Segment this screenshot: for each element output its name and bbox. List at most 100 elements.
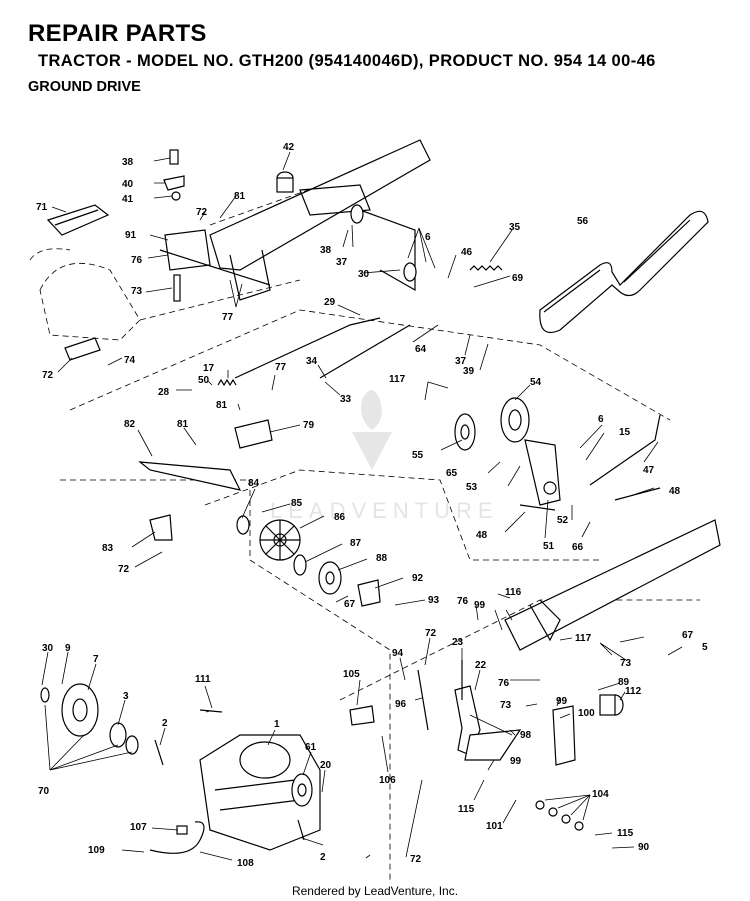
callout-72: 72	[425, 628, 437, 639]
spring	[469, 265, 503, 271]
callout-91: 93	[428, 595, 440, 606]
callout-81: 81	[234, 191, 246, 202]
callout-81: 81	[216, 400, 228, 411]
frame-rail-lower	[504, 519, 721, 651]
hose-107	[149, 821, 205, 854]
callout-72: 72	[410, 854, 422, 865]
callout-34: 33	[340, 394, 352, 405]
callout-labels: 38 40 41 71 42 81 72 91 76 73 77 72 74 6…	[36, 142, 708, 869]
callout-71: 72	[42, 370, 54, 381]
fender-outline	[29, 248, 141, 341]
hub-87	[293, 554, 307, 576]
callout-82: 82	[124, 419, 136, 430]
callout-116: 117	[575, 633, 592, 644]
callout-117: 117	[389, 374, 406, 385]
callout-48: 48	[476, 530, 488, 541]
callout-106: 107	[130, 822, 147, 833]
pulley-88	[318, 561, 342, 595]
watermark-text: LEADVENTURE	[270, 498, 499, 523]
bracket-98	[552, 705, 576, 766]
bracket	[164, 229, 211, 271]
callout-17: 17	[203, 363, 215, 374]
pedal-pad	[46, 204, 110, 236]
callout-72: 72	[196, 207, 208, 218]
rod-29	[234, 317, 381, 379]
callout-96: 99	[510, 756, 522, 767]
transaxle	[199, 734, 321, 851]
callout-66: 66	[572, 542, 584, 553]
callout-89: 91	[125, 230, 137, 241]
callout-77: 76	[457, 596, 469, 607]
collar	[276, 171, 294, 193]
callout-46: 46	[461, 247, 473, 258]
callout-76: 76	[498, 678, 510, 689]
callout-36: 35	[509, 222, 521, 233]
pulley-50	[500, 397, 530, 443]
bolt-group-top	[163, 149, 185, 201]
footer-credit: Rendered by LeadVenture, Inc.	[291, 884, 459, 898]
callout-39: 38	[122, 157, 134, 168]
callout-113: 115	[617, 828, 634, 839]
callout-55: 52	[557, 515, 569, 526]
callout-48: 48	[669, 486, 681, 497]
callout-2: 2	[162, 718, 168, 729]
bolt-48b	[519, 504, 556, 511]
callout-61: 61	[305, 742, 317, 753]
callout-42: 42	[283, 142, 295, 153]
callout-69: 70	[38, 786, 50, 797]
callout-1: 1	[274, 719, 280, 730]
bracket-80	[234, 419, 273, 449]
callout-90: 92	[412, 573, 424, 584]
spring-17	[217, 378, 237, 387]
callout-56: 56	[577, 216, 589, 227]
callout-38: 38	[320, 245, 332, 256]
callout-107: 108	[237, 858, 254, 869]
callout-98: 99	[556, 696, 568, 707]
callout-22: 22	[475, 660, 487, 671]
callout-87: 87	[350, 538, 362, 549]
callout-85: 85	[291, 498, 303, 509]
rod-93	[417, 669, 429, 731]
callout-101: 104	[592, 789, 609, 800]
callout-109: 111	[195, 674, 211, 685]
arm-82	[138, 461, 242, 491]
callout-38: 39	[463, 366, 475, 377]
bolt	[173, 274, 181, 302]
callout-7: 7	[93, 654, 99, 665]
rod-35	[319, 324, 411, 379]
plate-90	[357, 579, 381, 607]
rod	[159, 249, 271, 286]
callout-88: 88	[376, 553, 388, 564]
callout-73: 73	[131, 286, 143, 297]
callout-89: 89	[618, 677, 630, 688]
frame-rail-upper	[209, 139, 431, 301]
callout-73: 73	[500, 700, 512, 711]
callout-115: 116	[505, 587, 522, 598]
callout-99: 99	[474, 600, 486, 611]
callout-20: 20	[320, 760, 332, 771]
page-title: REPAIR PARTS	[28, 20, 207, 47]
bushing-111	[599, 694, 624, 716]
callout-40: 40	[122, 179, 134, 190]
callout-28: 28	[158, 387, 170, 398]
callout-3: 3	[123, 691, 129, 702]
callout-5: 5	[702, 642, 708, 653]
wheel-hub	[40, 683, 139, 755]
callout-50: 54	[530, 377, 542, 388]
callout-99: 100	[578, 708, 595, 719]
callout-65: 65	[446, 468, 458, 479]
idler-pulley	[543, 481, 557, 495]
callout-83: 83	[102, 543, 114, 554]
callout-29: 29	[324, 297, 336, 308]
washer-stack-101	[535, 800, 584, 831]
bolt-48a	[614, 487, 661, 501]
bracket-94	[464, 729, 522, 761]
fitting-106	[176, 825, 188, 835]
callout-6: 6	[598, 414, 604, 425]
callout-84: 84	[248, 478, 260, 489]
callout-30: 30	[358, 269, 370, 280]
callout-37: 37	[455, 356, 467, 367]
callout-80: 79	[303, 420, 315, 431]
callout-72: 72	[118, 564, 130, 575]
